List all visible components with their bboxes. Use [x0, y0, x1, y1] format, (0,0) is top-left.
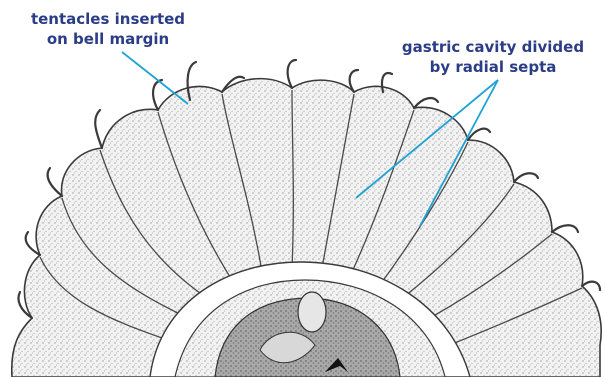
gastric-label-line1: gastric cavity divided: [398, 37, 588, 57]
tentacles-label-line1: tentacles inserted: [28, 9, 188, 29]
gastric-label-line2: by radial septa: [398, 57, 588, 77]
tentacles-label: tentacles inserted on bell margin: [28, 9, 188, 49]
tentacles-label-line2: on bell margin: [28, 29, 188, 49]
tentacles-leader-line: [122, 52, 188, 104]
gastric-cavity-label: gastric cavity divided by radial septa: [398, 37, 588, 77]
